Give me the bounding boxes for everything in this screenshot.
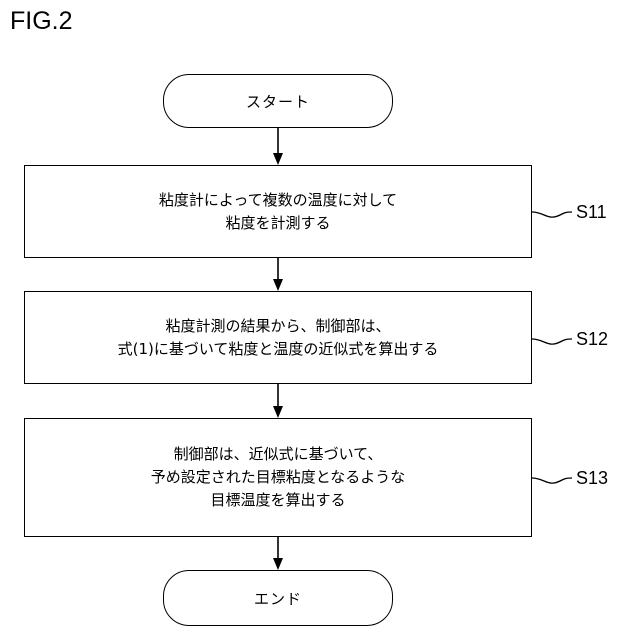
end-terminal: エンド xyxy=(163,570,393,626)
step-s13-line-3: 目標温度を算出する xyxy=(210,489,345,512)
arrow-start-to-s11 xyxy=(273,128,283,165)
step-s13-box: 制御部は、近似式に基づいて、 予め設定された目標粘度となるような 目標温度を算出… xyxy=(24,418,532,537)
step-s12-line-2: 式(1)に基づいて粘度と温度の近似式を算出する xyxy=(118,338,439,361)
step-s11-line-1: 粘度計によって複数の温度に対して xyxy=(159,189,397,212)
step-s11-label: S11 xyxy=(576,202,607,222)
start-terminal: スタート xyxy=(163,74,393,128)
step-s12-line-1: 粘度計測の結果から、制御部は、 xyxy=(165,315,390,338)
arrow-s11-to-s12 xyxy=(273,258,283,291)
step-s13-line-2: 予め設定された目標粘度となるような xyxy=(151,466,406,489)
leader-line-s11 xyxy=(532,212,572,217)
step-s13-line-1: 制御部は、近似式に基づいて、 xyxy=(174,443,383,466)
step-s12-label: S12 xyxy=(576,329,608,349)
arrow-s13-to-end xyxy=(273,537,283,570)
leader-line-s13 xyxy=(532,478,572,483)
step-s11-line-2: 粘度を計測する xyxy=(225,212,330,235)
step-s13-label: S13 xyxy=(576,468,608,488)
step-s12-box: 粘度計測の結果から、制御部は、 式(1)に基づいて粘度と温度の近似式を算出する xyxy=(24,291,532,384)
arrow-s12-to-s13 xyxy=(273,384,283,418)
leader-line-s12 xyxy=(532,339,572,344)
step-s11-box: 粘度計によって複数の温度に対して 粘度を計測する xyxy=(24,165,532,258)
